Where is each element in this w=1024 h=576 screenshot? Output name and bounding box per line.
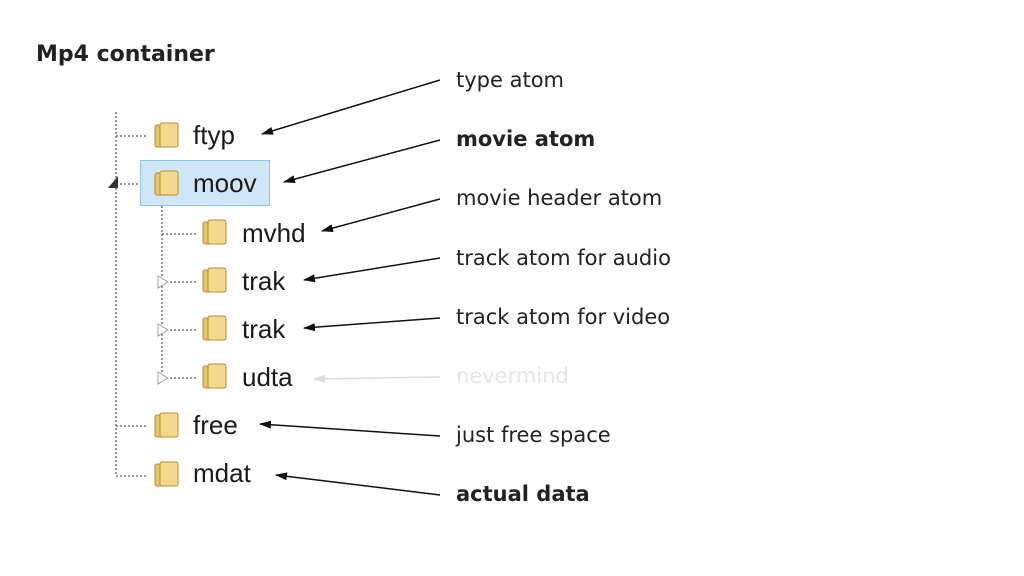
slide-title: Mp4 container (36, 42, 215, 67)
annotation-track-video: track atom for video (456, 305, 671, 329)
annotation-actual-data: actual data (456, 482, 590, 506)
folder-icon (154, 461, 179, 487)
tree-node-udta: udta (242, 362, 293, 392)
arrow-mdat (275, 472, 441, 496)
arrow-moov (283, 139, 441, 184)
arrow-mvhd (321, 198, 441, 232)
folder-icon (154, 170, 179, 196)
annotation-track-audio: track atom for audio (456, 246, 671, 270)
tree-node-moov: moov (193, 168, 257, 198)
tree-node-mdat: mdat (193, 458, 251, 488)
folder-icon (202, 363, 227, 389)
arrow-udta (313, 374, 441, 383)
folder-icon (202, 219, 227, 245)
tree-node-mvhd: mvhd (242, 218, 306, 248)
tree-node-ftyp: ftyp (193, 120, 235, 150)
annotation-movie-atom: movie atom (456, 127, 596, 151)
annotation-nevermind: nevermind (456, 364, 569, 388)
folder-icon (154, 412, 179, 438)
collapsed-triangle-icon (157, 323, 169, 337)
arrow-trak-video (303, 317, 441, 332)
tree-node-trak-audio: trak (242, 266, 286, 296)
folder-icon (202, 267, 227, 293)
arrow-ftyp (261, 79, 441, 135)
folder-icon (154, 122, 179, 148)
tree-node-free: free (193, 410, 238, 440)
folder-icon (202, 315, 227, 341)
annotation-free-space: just free space (456, 423, 611, 447)
arrow-free (259, 420, 441, 437)
tree-node-trak-video: trak (242, 314, 286, 344)
expanded-triangle-icon (108, 176, 118, 188)
collapsed-triangle-icon (157, 275, 169, 289)
annotation-movie-header-atom: movie header atom (456, 186, 663, 210)
arrow-trak-audio (303, 257, 441, 283)
annotation-type-atom: type atom (456, 68, 564, 92)
collapsed-triangle-icon (157, 371, 169, 385)
